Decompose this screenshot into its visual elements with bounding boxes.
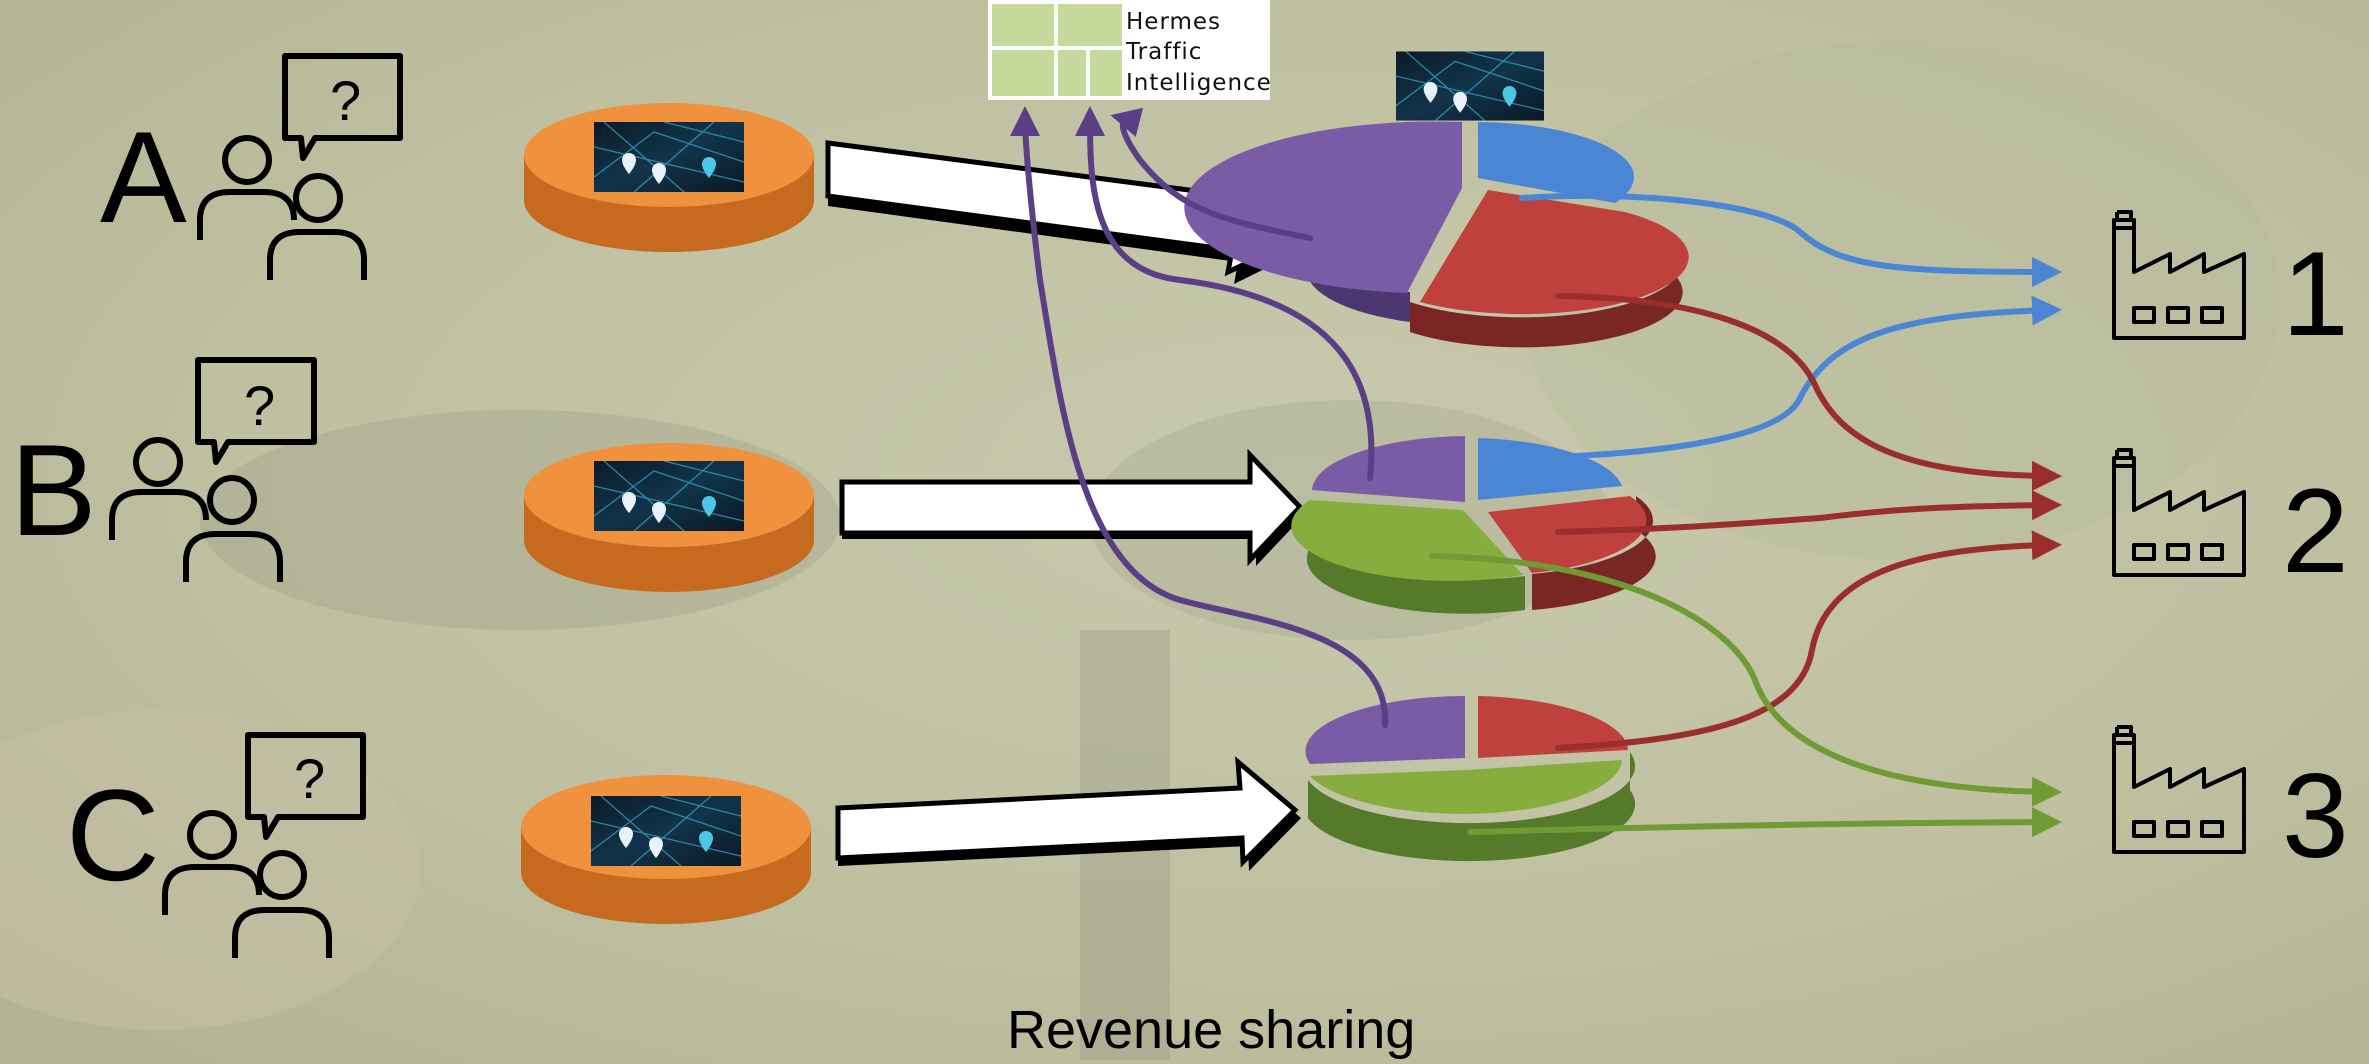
factory-icon: [2112, 725, 2246, 854]
person-pair-icon: [162, 810, 332, 958]
pie-chart-icon: [1291, 436, 1656, 614]
logo-line-1: Hermes: [1126, 9, 1221, 35]
red-share-side: [1532, 496, 1656, 610]
caption: Revenue sharing: [1007, 1000, 1415, 1060]
factory-number: 1: [2282, 227, 2349, 361]
green-revenue-flows: [1429, 553, 2062, 838]
factory-number: 3: [2282, 749, 2349, 883]
blue-revenue-flows: [1519, 192, 2062, 461]
green-share: [1291, 500, 1523, 581]
user-group-a: A ?: [100, 53, 403, 280]
blue-share: [1478, 122, 1635, 203]
map-pins-icon: [594, 122, 744, 192]
factory-icon: [2112, 210, 2246, 340]
map-pins-icon: [591, 796, 741, 866]
speech-bubble-icon: ?: [195, 357, 317, 465]
person-pair-icon: [197, 135, 367, 280]
data-disc-c: [521, 775, 811, 924]
purple-share: [1305, 696, 1465, 764]
red-revenue-flows: [1555, 293, 2062, 751]
purple-revenue-flows: [1010, 106, 1389, 728]
hermes-logo: Hermes Traffic Intelligence: [988, 0, 1272, 100]
user-group-b: B ?: [10, 357, 317, 582]
factory-icon: [2112, 448, 2246, 577]
map-pins-icon: [594, 461, 744, 531]
user-letter: B: [10, 417, 97, 563]
user-letter: C: [66, 762, 160, 908]
pie-chart-icon: [1305, 696, 1636, 862]
red-share: [1420, 190, 1689, 315]
logo-line-3: Intelligence: [1126, 70, 1272, 96]
question-mark: ?: [294, 747, 325, 810]
arrow-icon: [835, 756, 1301, 871]
factory-2: 2: [2112, 448, 2349, 598]
factory-1: 1: [2112, 210, 2349, 361]
green-share-side: [1308, 752, 1636, 862]
speech-bubble-icon: ?: [282, 53, 403, 161]
green-share-side: [1306, 518, 1525, 614]
purple-share: [1312, 436, 1465, 502]
blue-share: [1478, 438, 1622, 500]
speech-bubble-icon: ?: [245, 732, 366, 840]
data-disc-a: [524, 103, 814, 252]
pie-chart-icon: [1184, 121, 1689, 348]
data-disc-b: [524, 443, 814, 592]
red-share-side: [1410, 222, 1683, 348]
green-share: [1310, 760, 1622, 814]
question-mark: ?: [244, 374, 275, 437]
arrow-icon: [839, 448, 1306, 567]
user-letter: A: [100, 104, 187, 250]
red-share: [1478, 696, 1628, 758]
purple-share-side: [1306, 240, 1410, 322]
person-pair-icon: [109, 437, 283, 582]
user-group-c: C ?: [66, 732, 366, 958]
question-mark: ?: [330, 69, 361, 132]
purple-share: [1184, 121, 1462, 293]
factory-3: 3: [2112, 725, 2349, 883]
logo-line-2: Traffic: [1125, 39, 1202, 65]
map-pins-icon: [1396, 50, 1544, 122]
factory-number: 2: [2282, 464, 2349, 598]
